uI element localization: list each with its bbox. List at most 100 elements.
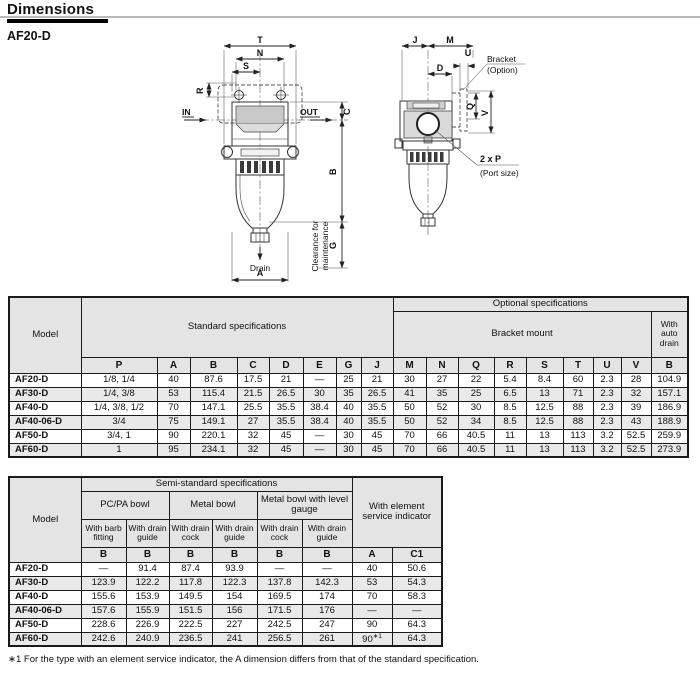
value-cell: 220.1 [189,428,238,444]
value-cell: 157.6 [80,603,127,619]
column-letter: V [620,356,652,374]
clearance-label-line2: maintenance [320,221,330,270]
value-cell: 3.2 [592,442,622,458]
column-letter: B [189,356,238,374]
value-cell: 50 [392,400,427,416]
value-cell: 32 [620,386,652,402]
optional-specs-header: Optional specifications [392,296,689,312]
drain-label: Drain [250,263,271,273]
value-cell: 45 [268,442,304,458]
model-column-header: Model [8,296,82,374]
value-cell: 12.5 [525,414,564,430]
auto-drain-header: With auto drain [650,310,689,358]
value-cell: 50 [392,414,427,430]
dim-label-t: T [257,36,263,45]
title-rule-gray [0,16,700,18]
dim-label-r: R [195,87,205,94]
port-label: 2 x P [480,154,501,164]
column-letter: C [236,356,270,374]
value-cell: 12.5 [525,400,564,416]
value-cell: 241 [211,631,258,647]
port-size-label: (Port size) [480,168,519,178]
value-cell: 2.3 [592,372,622,388]
value-cell: — [302,442,337,458]
value-cell: 115.4 [189,386,238,402]
dim-label-s: S [243,61,249,71]
column-letter: B [650,356,689,374]
value-cell: 26.5 [268,386,304,402]
value-cell: 25.5 [236,400,270,416]
value-cell: 113 [562,428,594,444]
value-cell: 52.5 [620,428,652,444]
value-cell: 259.9 [650,428,689,444]
value-cell: 2.3 [592,400,622,416]
value-cell: 17.5 [236,372,270,388]
value-cell: 222.5 [168,617,213,633]
value-cell: 45 [360,428,394,444]
value-cell: 1/4, 3/8, 1/2 [80,400,158,416]
value-cell: 122.2 [125,575,170,591]
bracket-outline [452,88,468,132]
value-cell: 54.3 [391,575,443,591]
value-cell: 21.5 [236,386,270,402]
value-cell: 40 [335,414,362,430]
value-cell: 149.5 [168,589,213,605]
value-cell: 11 [493,428,527,444]
column-letter: U [592,356,622,374]
value-cell: 35.5 [268,400,304,416]
value-cell: 174 [301,589,353,605]
column-letter: B [301,546,353,563]
value-cell: 21 [268,372,304,388]
value-cell: 43 [620,414,652,430]
model-cell: AF50-D [8,428,82,444]
semi-standard-header: Semi-standard specifications [80,476,353,492]
value-cell: 38.4 [302,400,337,416]
value-cell: 53 [156,386,191,402]
drain-type-header: With drain cock [256,518,303,548]
value-cell: 71 [562,386,594,402]
column-letter: B [80,546,127,563]
footnote: ∗1 For the type with an element service … [8,654,480,666]
value-cell: 153.9 [125,589,170,605]
value-cell: 8.5 [493,414,527,430]
bowl-type-header: Metal bowl [168,490,258,520]
value-cell: 40.5 [457,428,495,444]
value-cell: 5.4 [493,372,527,388]
value-cell: 88 [562,400,594,416]
value-cell: 236.5 [168,631,213,647]
value-cell: 256.5 [256,631,303,647]
value-cell: — [301,561,353,577]
value-cell: 242.6 [80,631,127,647]
value-cell: 90 [156,428,191,444]
value-cell: 242.5 [256,617,303,633]
value-cell: 25 [457,386,495,402]
value-cell: 228.6 [80,617,127,633]
value-cell: 28 [620,372,652,388]
value-cell: 30 [335,442,362,458]
value-cell: 142.3 [301,575,353,591]
out-label: OUT [300,107,319,117]
semi-standard-spec-table: Model Semi-standard specifications With … [8,476,443,648]
column-letter: T [562,356,594,374]
model-cell: AF60-D [8,442,82,458]
drain-fitting [250,227,270,243]
value-cell: 21 [360,372,394,388]
column-letter: J [360,356,394,374]
column-letter: M [392,356,427,374]
value-cell: 30 [392,372,427,388]
model-subtitle: AF20-D [7,29,51,43]
value-cell: 8.5 [493,400,527,416]
value-cell: 50.6 [391,561,443,577]
value-cell: 176 [301,603,353,619]
value-cell: 11 [493,442,527,458]
model-cell: AF40-06-D [8,603,82,619]
column-letter: B [125,546,170,563]
value-cell: 113 [562,442,594,458]
